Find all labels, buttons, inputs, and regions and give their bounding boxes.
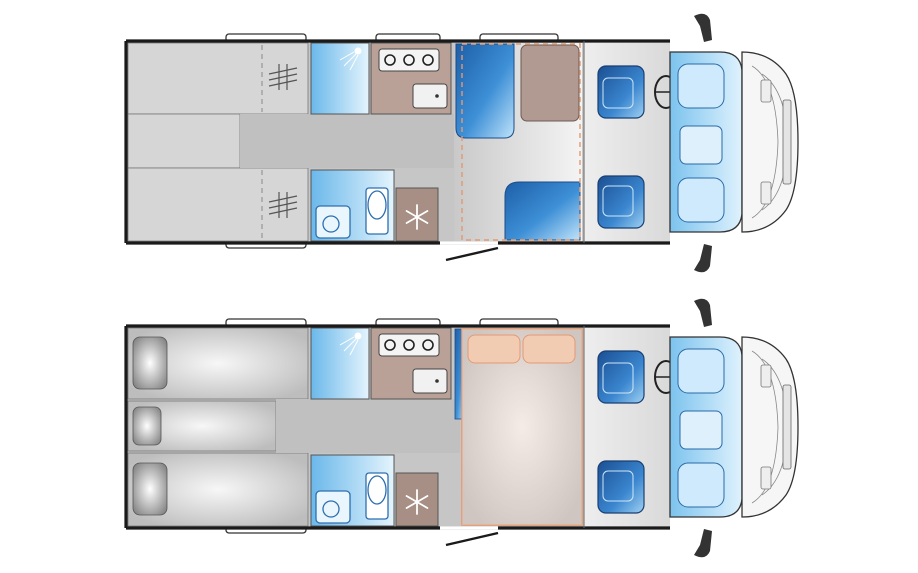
floorplan-night-layout <box>124 298 799 558</box>
aisle-floor <box>240 114 460 168</box>
washbasin-icon <box>315 490 351 524</box>
aisle-floor <box>276 399 460 453</box>
sink-icon <box>412 83 448 109</box>
outer-wall <box>124 324 670 530</box>
captain-seat-icon <box>597 460 645 514</box>
pillow <box>132 406 162 446</box>
dinette-bench-front <box>504 181 581 241</box>
floorplan-day-layout <box>124 13 799 273</box>
pillow <box>132 336 168 390</box>
side-mirror-icon <box>694 13 712 42</box>
storage-hatch-icon <box>268 64 298 90</box>
bonnet <box>741 336 799 518</box>
pillow <box>132 462 168 516</box>
entry-door-icon <box>445 246 499 262</box>
rear-bed-left <box>127 42 309 115</box>
three-burner-hob-icon <box>378 48 440 72</box>
rear-bed-middle <box>127 113 241 169</box>
captain-seat-icon <box>597 350 645 404</box>
toilet-icon <box>365 472 389 520</box>
side-mirror-icon <box>694 298 712 327</box>
rear-bed-right <box>127 167 309 242</box>
drop-down-bed-outline <box>461 43 581 241</box>
pillow <box>467 334 521 364</box>
dinette-table <box>520 44 580 122</box>
snowflake-icon <box>405 489 429 515</box>
side-mirror-icon <box>694 529 712 558</box>
sink-icon <box>412 368 448 394</box>
pillow <box>522 334 576 364</box>
side-mirror-icon <box>694 244 712 273</box>
entry-door-icon <box>445 531 499 547</box>
washbasin-icon <box>315 205 351 239</box>
storage-hatch-icon <box>268 192 298 218</box>
outer-wall <box>124 39 670 245</box>
bonnet <box>741 51 799 233</box>
captain-seat-icon <box>597 175 645 229</box>
three-burner-hob-icon <box>378 333 440 357</box>
toilet-icon <box>365 187 389 235</box>
shower-cubicle <box>310 42 370 115</box>
snowflake-icon <box>405 204 429 230</box>
shower-head-icon <box>339 47 362 71</box>
shower-head-icon <box>339 332 362 356</box>
dinette-bench-rear <box>455 43 515 139</box>
shower-cubicle <box>310 327 370 400</box>
captain-seat-icon <box>597 65 645 119</box>
